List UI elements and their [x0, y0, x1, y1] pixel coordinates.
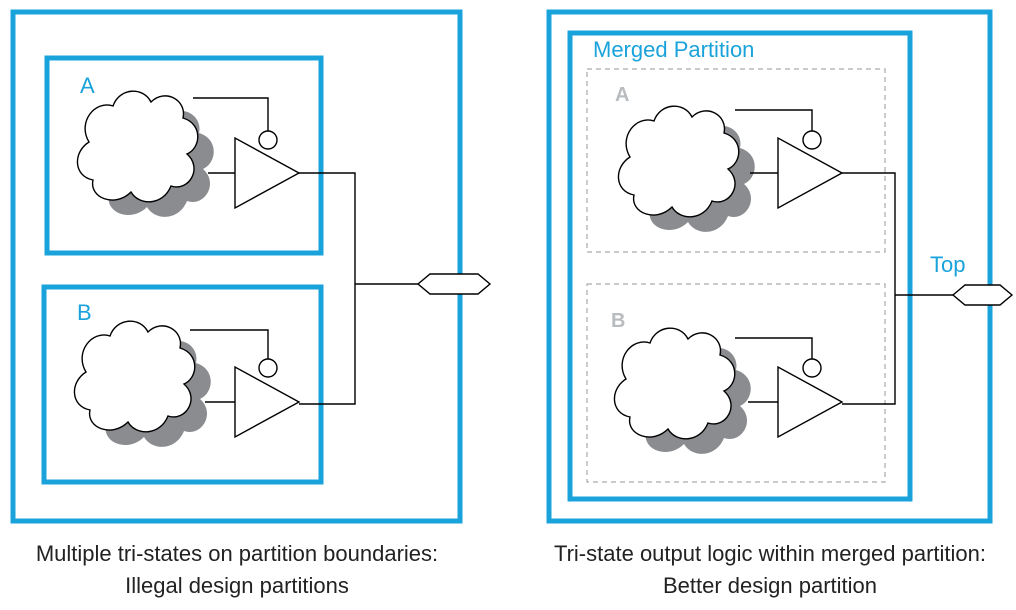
logic-cloud-a	[76, 90, 214, 217]
left-caption-line2: Illegal design partitions	[125, 573, 349, 598]
right-caption-line2: Better design partition	[663, 573, 877, 598]
logic-cloud-merged-a	[617, 105, 755, 232]
sub-block-b-border	[586, 283, 886, 483]
right-diagram: Merged Partition Top A B	[546, 9, 1014, 598]
outer-boundary-right	[546, 9, 993, 524]
merged-partition-label: Merged Partition	[593, 37, 754, 62]
logic-cloud-b	[73, 320, 211, 447]
enable-wire-merged-a	[735, 109, 813, 131]
logic-cloud-merged-b	[613, 327, 751, 454]
left-caption-line1: Multiple tri-states on partition boundar…	[36, 541, 438, 566]
enable-bubble-b	[258, 358, 278, 378]
enable-bubble-merged-b	[802, 358, 822, 378]
enable-bubble-a	[258, 130, 278, 150]
right-caption-line1: Tri-state output logic within merged par…	[554, 541, 986, 566]
partition-b-border	[41, 284, 324, 485]
sub-block-a-label: A	[615, 84, 629, 106]
sub-block-b: B	[586, 283, 886, 483]
bidir-port-left	[416, 273, 492, 295]
enable-wire-merged-b	[735, 337, 813, 359]
partition-a-label: A	[80, 73, 95, 98]
output-net-left	[299, 172, 356, 405]
enable-wire-a	[193, 97, 269, 131]
top-label: Top	[930, 252, 965, 277]
partition-a: A	[44, 55, 324, 256]
partition-b: B	[41, 284, 324, 485]
sub-block-a: A	[586, 68, 886, 253]
sub-block-a-border	[586, 68, 886, 253]
merged-partition-border	[567, 30, 913, 502]
output-net-right	[842, 172, 896, 405]
left-diagram: A B Multiple tri-sta	[10, 9, 492, 598]
bidir-port-right	[951, 284, 1014, 306]
partition-a-border	[44, 55, 324, 256]
sub-block-b-label: B	[611, 310, 625, 332]
partition-b-label: B	[77, 300, 92, 325]
enable-bubble-merged-a	[802, 130, 822, 150]
outer-boundary-left	[10, 9, 463, 524]
enable-wire-b	[190, 329, 269, 359]
tristate-buffer-merged-b	[777, 366, 843, 438]
